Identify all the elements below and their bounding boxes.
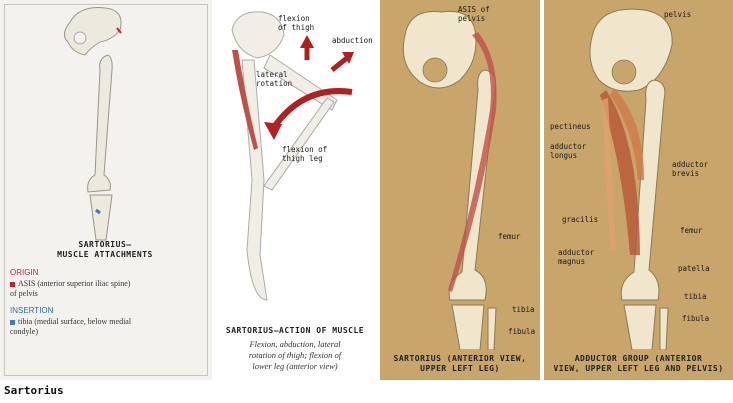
adductor-caption: ADDUCTOR GROUP (ANTERIOR VIEW, UPPER LEF… [544,354,733,374]
label-flexion-thigh: flexion of thigh [278,14,314,32]
insertion-line: tibia (medial surface, below medial [18,317,132,326]
label-line: adductor [558,248,595,257]
label-femur: femur [498,232,521,241]
attachments-caption: SARTORIUS— MUSCLE ATTACHMENTS [40,240,170,260]
panel-frame [4,4,208,376]
action-illustration [231,11,354,301]
label-line: flexion [278,14,310,23]
label-line: of thigh [278,23,315,32]
action-caption: SARTORIUS—ACTION OF MUSCLE [225,326,365,335]
action-panel: flexion of thigh abduction lateral rotat… [212,0,378,380]
label-flexion-leg: flexion of thigh leg [282,145,327,163]
insertion-swatch-icon [10,319,15,325]
caption-line: UPPER LEFT LEG) [420,364,500,373]
label-tibia: tibia [512,305,535,314]
attachments-panel: SARTORIUS— MUSCLE ATTACHMENTS ORIGIN ASI… [0,0,212,380]
label-pelvis: pelvis [664,10,692,19]
label-asis: ASIS of pelvis [458,5,490,23]
adductor-illustration [589,8,673,350]
adductor-panel: pelvis pectineus adductor longus adducto… [544,0,733,380]
caption-line: VIEW, UPPER LEFT LEG AND PELVIS) [553,364,724,373]
origin-heading: ORIGIN [10,268,39,277]
label-line: adductor [550,142,587,151]
label-line: brevis [672,169,700,178]
origin-swatch-icon [10,281,15,287]
label-line: lateral [256,70,288,79]
label-lateral-rotation: lateral rotation [256,70,292,88]
label-pectineus: pectineus [550,122,591,131]
label-line: magnus [558,257,586,266]
origin-text: ASIS (anterior superior iliac spine) of … [10,279,205,299]
label-adductor-magnus: adductor magnus [558,248,594,266]
label-tibia: tibia [684,292,707,301]
label-line: rotation [256,79,293,88]
page-title: Sartorius [4,384,64,397]
label-femur: femur [680,226,703,235]
desc-line: lower leg (anterior view) [252,361,338,371]
label-line: pelvis [458,14,486,23]
origin-line: ASIS (anterior superior iliac spine) [18,279,131,288]
label-line: longus [550,151,578,160]
label-patella: patella [678,264,710,273]
label-line: adductor [672,160,709,169]
caption-line: MUSCLE ATTACHMENTS [57,250,153,259]
label-abduction: abduction [332,36,373,45]
sartorius-view-panel: ASIS of pelvis femur tibia fibula SARTOR… [380,0,540,380]
label-fibula: fibula [682,314,710,323]
label-line: thigh leg [282,154,323,163]
action-description: Flexion, abduction, lateral rotation of … [212,339,378,372]
sartorius-view-caption: SARTORIUS (ANTERIOR VIEW, UPPER LEFT LEG… [380,354,540,374]
caption-line: SARTORIUS (ANTERIOR VIEW, [393,354,527,363]
label-adductor-longus: adductor longus [550,142,586,160]
insertion-line: condyle) [10,327,38,336]
origin-line: of pelvis [10,289,38,298]
caption-line: SARTORIUS— [78,240,132,249]
sartorius-illustration [402,10,497,350]
label-adductor-brevis: adductor brevis [672,160,708,178]
label-gracilis: gracilis [562,215,599,224]
desc-line: rotation of thigh; flexion of [248,350,342,360]
label-line: flexion of [282,145,328,154]
label-fibula: fibula [508,327,536,336]
label-line: ASIS of [458,5,490,14]
insertion-heading: INSERTION [10,306,54,315]
insertion-text: tibia (medial surface, below medial cond… [10,317,205,337]
caption-line: ADDUCTOR GROUP (ANTERIOR [574,354,703,363]
desc-line: Flexion, abduction, lateral [249,339,341,349]
skeleton-illustration [64,7,122,241]
